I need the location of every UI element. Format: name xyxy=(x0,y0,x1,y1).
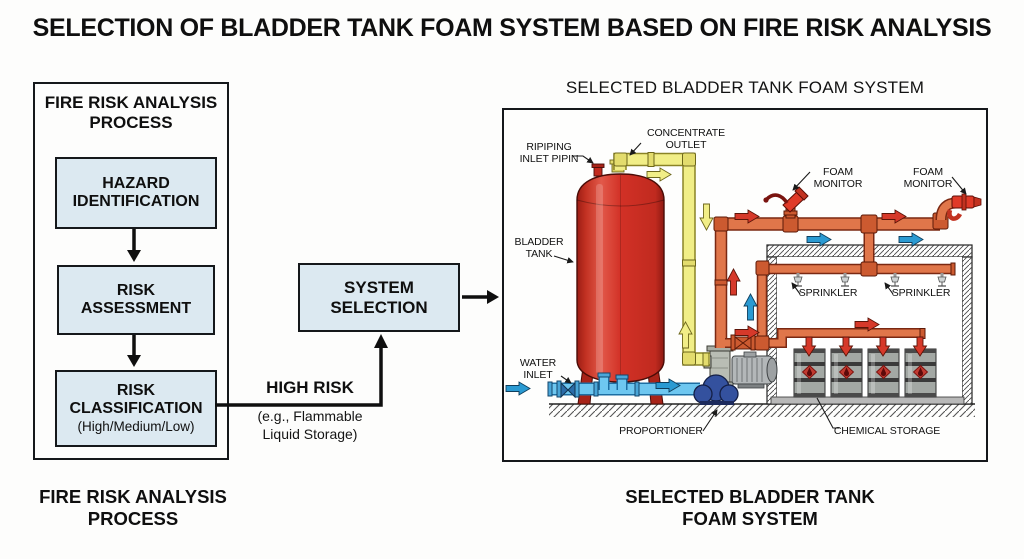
ground xyxy=(549,403,975,417)
flow-step-risk-assessment: RISK ASSESSMENT xyxy=(57,265,215,335)
flow-arrow-down-icon xyxy=(699,203,714,231)
flow-step-label: HAZARD IDENTIFICATION xyxy=(72,175,200,210)
flow-arrow-down-icon xyxy=(912,336,928,357)
flow-arrow-up-icon xyxy=(743,293,758,321)
label-sprinkler-left: SPRINKLER xyxy=(798,287,858,299)
flow-arrow-right-icon xyxy=(734,325,760,340)
leader-chemical-storage xyxy=(816,397,839,429)
flow-arrow-right-icon xyxy=(898,232,924,247)
flow-step-label: RISK ASSESSMENT xyxy=(80,282,192,317)
room-floor xyxy=(770,396,965,405)
leader-proportioner xyxy=(702,409,718,432)
high-risk-label: HIGH RISK xyxy=(266,378,354,397)
flammable-diamond-icon xyxy=(838,364,855,380)
label-foam-monitor-right: FOAM MONITOR xyxy=(903,166,953,191)
leader-water-inlet xyxy=(560,375,572,384)
foam-flow-arrows xyxy=(726,209,928,357)
concentrate-flow-arrows xyxy=(646,167,714,349)
flow-arrow-right-icon xyxy=(806,232,832,247)
flow-arrow-down-icon xyxy=(838,336,854,357)
flammable-diamond-icon xyxy=(801,364,818,380)
chemical-drum xyxy=(793,348,826,398)
tank-top-nozzle xyxy=(591,163,605,177)
label-sprinkler-right: SPRINKLER xyxy=(891,287,951,299)
flow-step-label: RISK CLASSIFICATION xyxy=(69,382,203,418)
sprinkler-head xyxy=(840,273,850,287)
sprinkler-head xyxy=(937,273,947,287)
foam-system-illustration xyxy=(505,142,982,432)
sprinkler-head xyxy=(890,273,900,287)
flow-arrow-right-icon xyxy=(854,317,880,332)
chemical-drum xyxy=(867,348,900,398)
leader-bladder-tank xyxy=(553,255,574,264)
chemical-drum xyxy=(904,348,937,398)
flow-arrow-right-icon xyxy=(505,381,531,396)
flow-arrow-up-icon xyxy=(726,268,741,296)
water-flow-arrows xyxy=(505,232,924,396)
foam-system-header: SELECTED BLADDER TANK FOAM SYSTEM xyxy=(565,78,925,97)
label-bladder-tank: BLADDER TANK xyxy=(514,236,564,261)
high-risk-example-label: (e.g., Flammable Liquid Storage) xyxy=(257,408,363,443)
chemical-drums xyxy=(793,348,937,398)
proportioner-pump xyxy=(693,374,739,405)
system-selection-box: SYSTEM SELECTION xyxy=(298,263,460,332)
flow-arrow-down-icon xyxy=(801,336,817,357)
bladder-tank-graphic xyxy=(576,159,665,405)
foam-discharge-piping xyxy=(713,186,982,351)
flow-arrow-down-icon xyxy=(875,336,891,357)
pump-motor xyxy=(731,351,778,389)
leader-sprinkler-right xyxy=(884,282,894,295)
label-proportioner: PROPORTIONER xyxy=(619,425,703,437)
flow-arrow-up-icon xyxy=(678,321,693,349)
foam-monitor-left-graphic xyxy=(763,186,809,219)
flow-step-hazard-identification: HAZARD IDENTIFICATION xyxy=(55,157,217,229)
label-piping-inlet: RIPIPING INLET PIPIN xyxy=(519,141,579,166)
tank-inlet-flange xyxy=(615,374,629,380)
left-caption: FIRE RISK ANALYSIS PROCESS xyxy=(39,486,227,530)
flow-arrow-right-icon xyxy=(655,378,681,393)
concentrate-piping xyxy=(613,152,710,367)
flammable-diamond-icon xyxy=(912,364,929,380)
right-caption: SELECTED BLADDER TANK FOAM SYSTEM xyxy=(625,486,875,530)
selection-output-arrow xyxy=(462,290,499,304)
foam-system-panel: RIPIPING INLET PIPIN CONCENTRATE OUTLET … xyxy=(502,108,988,462)
flow-arrow-right-icon xyxy=(646,167,672,182)
system-selection-label: SYSTEM SELECTION xyxy=(330,278,428,317)
foam-monitor-right-graphic xyxy=(932,193,982,230)
leader-sprinkler-left xyxy=(791,282,801,295)
water-inlet-valve xyxy=(556,380,580,399)
leader-foam-monitor-right xyxy=(951,176,967,195)
panel-header: FIRE RISK ANALYSIS PROCESS xyxy=(44,93,218,133)
flammable-diamond-icon xyxy=(875,364,892,380)
flow-step-risk-classification: RISK CLASSIFICATION (High/Medium/Low) xyxy=(55,370,217,447)
flow-step-sublabel: (High/Medium/Low) xyxy=(77,419,195,435)
leader-piping-inlet xyxy=(572,155,594,164)
label-chemical-storage: CHEMICAL STORAGE xyxy=(833,425,941,437)
foam-line-valve xyxy=(730,334,756,351)
leader-concentrate-outlet xyxy=(629,142,642,156)
leader-lines xyxy=(553,142,967,432)
page-title: SELECTION OF BLADDER TANK FOAM SYSTEM BA… xyxy=(32,14,992,42)
proportioner-assembly xyxy=(693,345,778,405)
label-concentrate-outlet: CONCENTRATE OUTLET xyxy=(646,127,726,152)
leader-foam-monitor-left xyxy=(792,171,811,191)
label-water-inlet: WATER INLET xyxy=(519,357,557,382)
fire-risk-analysis-panel: FIRE RISK ANALYSIS PROCESS HAZARD IDENTI… xyxy=(33,82,229,460)
chemical-drum xyxy=(830,348,863,398)
water-piping xyxy=(547,372,700,399)
flow-arrow-right-icon xyxy=(734,209,760,224)
flow-arrow-right-icon xyxy=(881,209,907,224)
tank-inlet-flange xyxy=(597,372,611,378)
label-foam-monitor-left: FOAM MONITOR xyxy=(813,166,863,191)
